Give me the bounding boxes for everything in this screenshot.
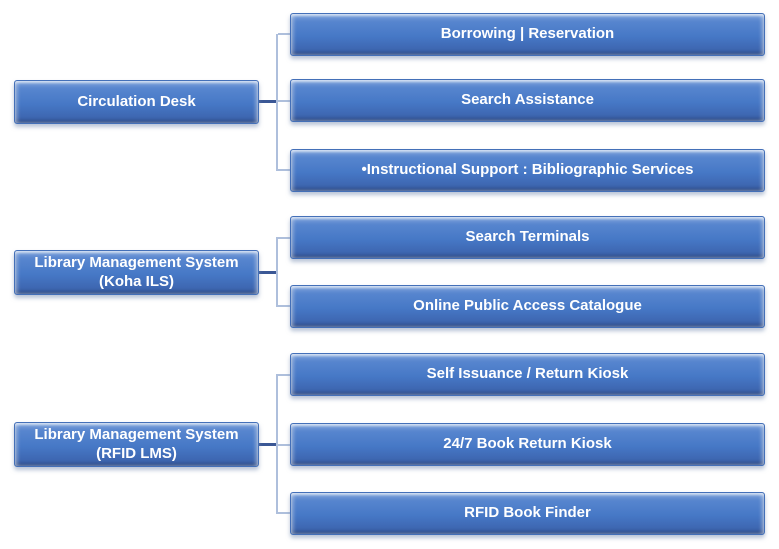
node-search-assistance: Search Assistance: [290, 79, 765, 122]
connector-branch-group1-child2: [278, 100, 290, 102]
node-online-public-access-catalogue: Online Public Access Catalogue: [290, 285, 765, 328]
connector-branch-group2-child2: [278, 305, 290, 307]
node-self-issuance-return-kiosk: Self Issuance / Return Kiosk: [290, 353, 765, 396]
node-lms-koha: Library Management System (Koha ILS): [14, 250, 259, 295]
connector-branch-group2-child1: [278, 237, 290, 239]
node-circulation-desk: Circulation Desk: [14, 80, 259, 124]
connector-spine-group3: [276, 374, 278, 514]
node-lms-rfid: Library Management System (RFID LMS): [14, 422, 259, 467]
node-instructional-support: •Instructional Support : Bibliographic S…: [290, 149, 765, 192]
connector-branch-group3-child2: [278, 444, 290, 446]
connector-parent-stub-group1: [259, 100, 276, 103]
connector-parent-stub-group2: [259, 271, 276, 274]
connector-branch-group1-child1: [278, 33, 290, 35]
node-rfid-book-finder: RFID Book Finder: [290, 492, 765, 535]
connector-branch-group3-child3: [278, 512, 290, 514]
connector-spine-group1: [276, 34, 278, 171]
node-borrowing-reservation: Borrowing | Reservation: [290, 13, 765, 56]
connector-spine-group2: [276, 237, 278, 307]
connector-branch-group3-child1: [278, 374, 290, 376]
node-search-terminals: Search Terminals: [290, 216, 765, 259]
node-247-book-return-kiosk: 24/7 Book Return Kiosk: [290, 423, 765, 466]
connector-parent-stub-group3: [259, 443, 276, 446]
connector-branch-group1-child3: [278, 169, 290, 171]
